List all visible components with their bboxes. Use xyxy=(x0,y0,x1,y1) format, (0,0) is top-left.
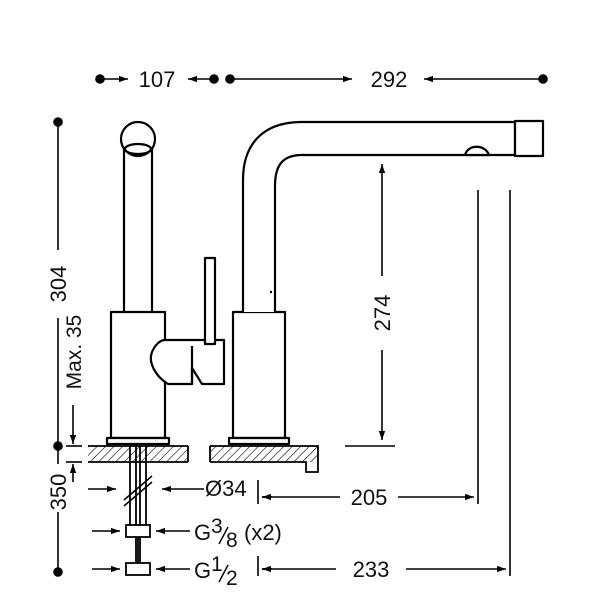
left-dimension-line xyxy=(53,117,82,577)
connector-small-numerator: 3 xyxy=(211,515,223,538)
supply-hoses xyxy=(123,444,153,576)
lever-column xyxy=(122,132,154,312)
dim-label-233: 233 xyxy=(353,557,390,582)
dim-endpoint-dot xyxy=(225,74,235,84)
dim-label-205: 205 xyxy=(351,485,388,510)
dim-endpoint-dot xyxy=(95,74,105,84)
dim-outlet-outer xyxy=(257,556,506,576)
outlet-extension-lines xyxy=(477,190,511,576)
countertop xyxy=(88,445,319,473)
connector-g12 xyxy=(125,562,151,576)
connector-g38 xyxy=(125,524,151,538)
right-base xyxy=(227,436,291,446)
right-body xyxy=(231,310,287,440)
fraction-slash xyxy=(218,526,229,545)
dim-endpoint-dot xyxy=(209,74,219,84)
left-body xyxy=(109,310,167,440)
connector-small-denominator: 8 xyxy=(226,529,238,552)
connector-small-prefix: G xyxy=(194,520,211,545)
top-dimension-line xyxy=(95,74,548,84)
dim-label-304: 304 xyxy=(46,266,71,303)
dim-label-max-35: Max. 35 xyxy=(63,315,86,390)
fraction-slash xyxy=(218,564,229,583)
connector-large-prefix: G xyxy=(194,558,211,583)
dim-label-107: 107 xyxy=(139,67,176,92)
dim-label-292: 292 xyxy=(371,67,408,92)
spout-aerator xyxy=(463,145,491,157)
lever-knob-ring xyxy=(123,142,153,156)
side-handle xyxy=(149,338,226,386)
faucet-outline xyxy=(105,119,545,446)
lever-knob xyxy=(119,120,157,158)
dim-endpoint-dot xyxy=(53,117,63,127)
dim-endpoint-dot xyxy=(53,441,63,451)
dim-label-274: 274 xyxy=(370,295,395,332)
dim-spout-clearance xyxy=(345,154,434,447)
dim-label-350: 350 xyxy=(46,474,71,511)
connector-small-count: (x2) xyxy=(244,520,282,545)
dim-label-diameter-34: Ø34 xyxy=(205,476,247,501)
dim-outlet-inner xyxy=(257,480,474,504)
dim-endpoint-dot xyxy=(53,567,63,577)
connector-large-denominator: 2 xyxy=(226,567,238,590)
handle-rod xyxy=(203,256,217,346)
dim-endpoint-dot xyxy=(538,74,548,84)
spout-outlet xyxy=(513,119,545,158)
connector-large-numerator: 1 xyxy=(211,553,223,576)
left-base xyxy=(105,436,171,446)
